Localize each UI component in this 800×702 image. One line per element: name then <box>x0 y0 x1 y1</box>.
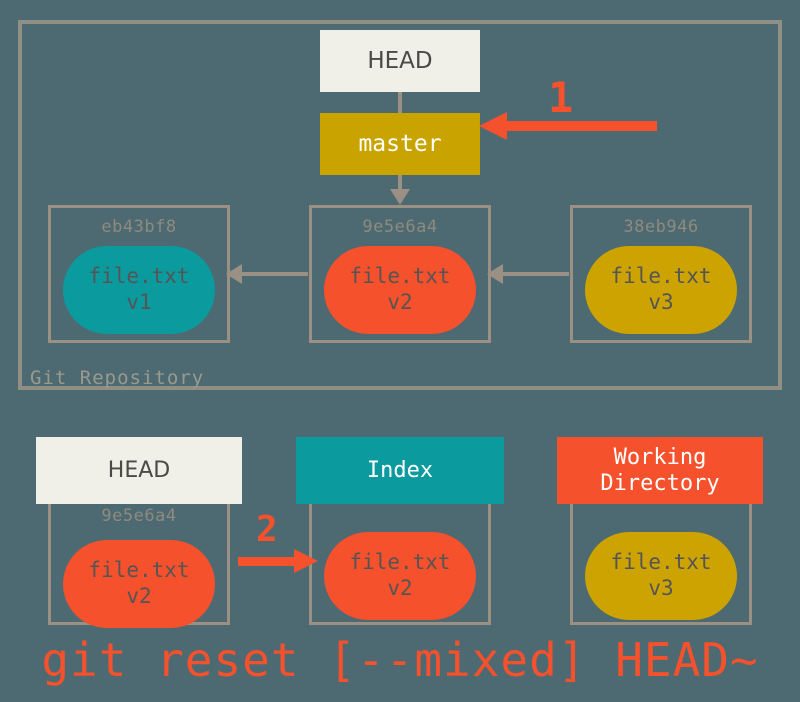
blob-version: v3 <box>648 290 674 314</box>
blob-version: v2 <box>387 576 413 600</box>
area-box-index: file.txt v2 <box>309 490 491 625</box>
commit-box-eb43bf8: eb43bf8 file.txt v1 <box>48 205 230 343</box>
command-caption: git reset [--mixed] HEAD~ <box>41 633 759 687</box>
blob-version: v1 <box>126 290 152 314</box>
blob-filename: file.txt <box>610 550 712 575</box>
commit-hash: eb43bf8 <box>101 217 177 237</box>
blob-filename: file.txt <box>88 264 190 289</box>
commit-blob: file.txt v2 <box>324 246 476 334</box>
callout-number-two: 2 <box>256 509 278 550</box>
callout-arrow-one-shaft <box>505 121 657 131</box>
git-repository-frame <box>18 20 782 390</box>
commit-box-9e5e6a4: 9e5e6a4 file.txt v2 <box>309 205 491 343</box>
area-blob: file.txt v2 <box>63 540 215 628</box>
master-branch-label: master <box>358 130 442 157</box>
arrow-down-icon <box>390 189 410 205</box>
area-blob: file.txt v2 <box>324 532 476 620</box>
blob-version: v3 <box>648 576 674 600</box>
blob-version: v2 <box>126 584 152 608</box>
area-title-index: Index <box>296 437 504 504</box>
area-box-working-directory: file.txt v3 <box>570 490 752 625</box>
blob-filename: file.txt <box>88 558 190 583</box>
blob-filename: file.txt <box>610 264 712 289</box>
callout-number-one: 1 <box>548 73 574 122</box>
commit-blob: file.txt v1 <box>63 246 215 334</box>
connector-commit2-to-commit1 <box>240 272 308 276</box>
head-pointer-label: HEAD <box>367 47 433 74</box>
area-title-label: Index <box>366 457 434 483</box>
head-pointer-box: HEAD <box>320 30 480 92</box>
master-branch-box: master <box>320 113 480 175</box>
connector-master-to-commit <box>398 175 402 191</box>
area-title-head: HEAD <box>36 437 242 504</box>
commit-hash: 9e5e6a4 <box>362 217 438 237</box>
connector-commit3-to-commit2 <box>501 272 569 276</box>
blob-filename: file.txt <box>349 550 451 575</box>
callout-arrow-two-shaft <box>238 557 296 566</box>
area-title-line2: Directory <box>600 470 720 496</box>
arrow-left-icon <box>226 264 242 284</box>
arrow-right-icon <box>294 549 318 573</box>
arrow-left-icon <box>479 112 507 140</box>
commit-hash: 38eb946 <box>623 217 699 237</box>
commit-box-38eb946: 38eb946 file.txt v3 <box>570 205 752 343</box>
blob-version: v2 <box>387 290 413 314</box>
commit-blob: file.txt v3 <box>585 246 737 334</box>
area-blob: file.txt v3 <box>585 532 737 620</box>
area-title-line1: Working <box>613 444 707 470</box>
blob-filename: file.txt <box>349 264 451 289</box>
arrow-left-icon <box>487 264 503 284</box>
area-title-label: HEAD <box>107 457 171 483</box>
area-box-head: 9e5e6a4 file.txt v2 <box>48 490 230 628</box>
area-title-working-directory: Working Directory <box>557 437 763 504</box>
area-commit-hash: 9e5e6a4 <box>101 506 177 526</box>
git-repository-label: Git Repository <box>30 367 205 389</box>
area-title-label: Working Directory <box>600 445 719 497</box>
connector-head-to-master <box>398 92 402 113</box>
